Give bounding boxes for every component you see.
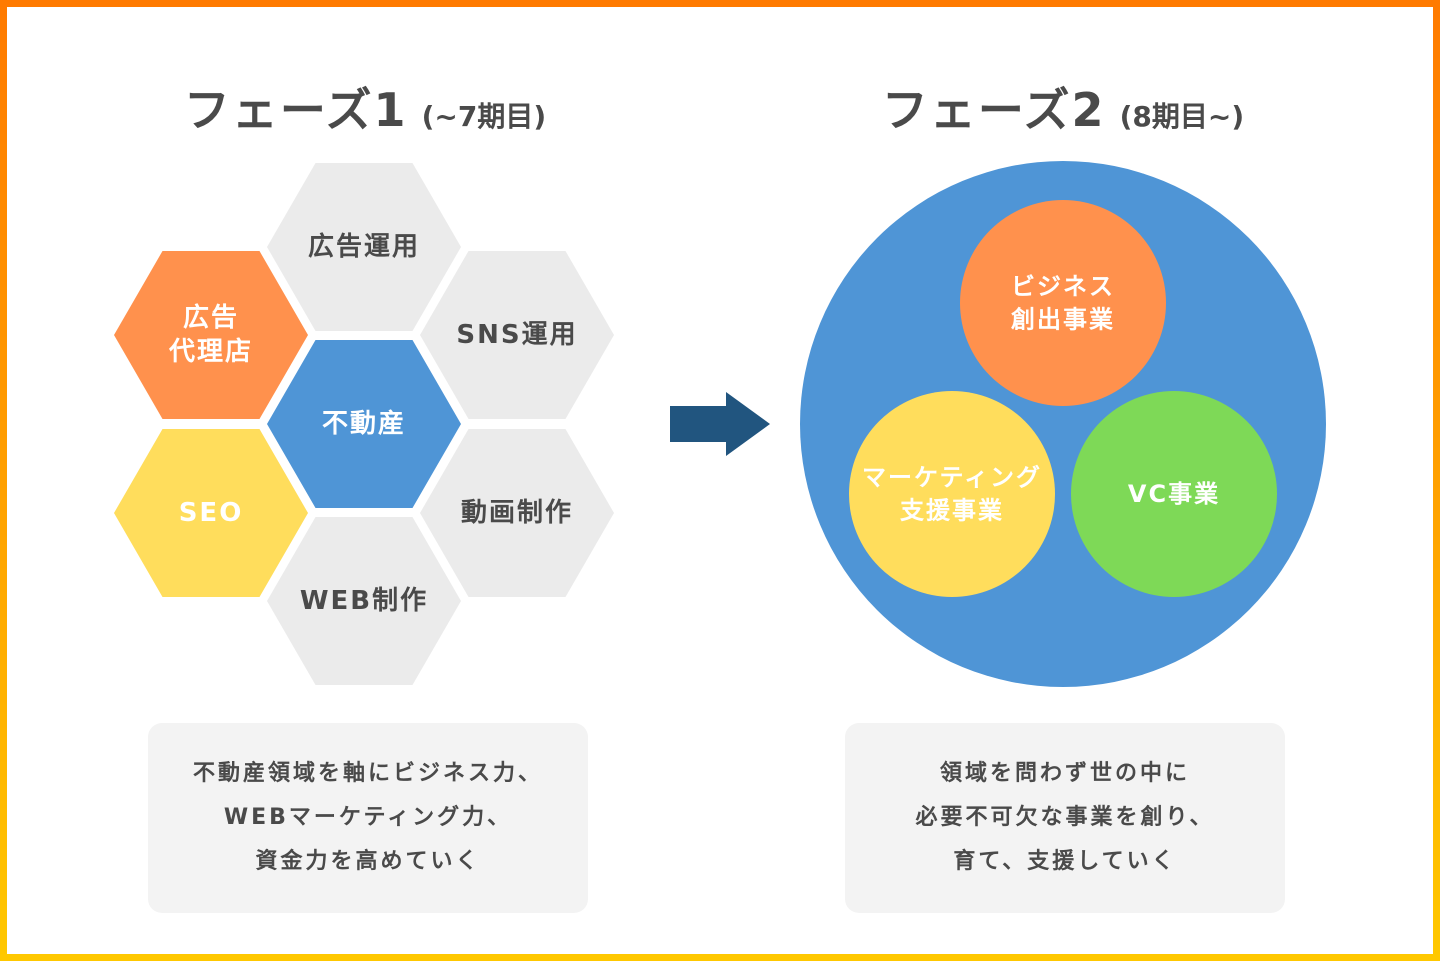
phase1-description-line: 不動産領域を軸にビジネス力、 xyxy=(192,761,543,786)
circle-marketing-support-label: マーケティング xyxy=(862,464,1042,492)
hex-ad-agency-label: 広告 xyxy=(183,302,239,333)
circle-vc-business-shape xyxy=(1071,391,1277,597)
hex-sns-operation: SNS運用 xyxy=(420,251,614,419)
hex-web-production-label: WEB制作 xyxy=(300,586,428,616)
hex-web-production-shape xyxy=(267,517,461,685)
hex-real-estate-label: 不動産 xyxy=(322,408,406,439)
phase2-description-line: 領域を問わず世の中に xyxy=(939,761,1190,786)
hex-sns-operation-label: SNS運用 xyxy=(456,320,577,350)
phase1-description-line: 資金力を高めていく xyxy=(255,849,481,874)
hex-ad-agency-shape xyxy=(114,251,308,419)
phase2-title-sub: (8期目~) xyxy=(1119,100,1245,133)
phase2-description-box: 領域を問わず世の中に 必要不可欠な事業を創り、 育て、支援していく xyxy=(845,723,1285,913)
hex-ad-agency-label: 代理店 xyxy=(168,337,253,367)
hex-ad-operation: 広告運用 xyxy=(267,163,461,331)
phase1-title-sub: (~7期目) xyxy=(421,100,547,133)
phase1-title: フェーズ1 (~7期目) xyxy=(140,74,590,137)
hex-seo-shape xyxy=(114,429,308,597)
hex-seo: SEO xyxy=(114,429,308,597)
hex-ad-operation-label: 広告運用 xyxy=(308,231,420,262)
hex-video-production: 動画制作 xyxy=(420,429,614,597)
hex-video-production-label: 動画制作 xyxy=(461,498,573,528)
phase2-description-line: 必要不可欠な事業を創り、 xyxy=(915,805,1215,830)
circle-vc-business-label: VC事業 xyxy=(1128,480,1220,508)
hex-sns-operation-shape xyxy=(420,251,614,419)
hex-seo-label: SEO xyxy=(179,498,244,528)
circle-business-creation-shape xyxy=(960,200,1166,406)
hex-ad-operation-shape xyxy=(267,163,461,331)
phase1-description-line: WEBマーケティング力、 xyxy=(223,805,513,830)
phase2-title: フェーズ2 (8期目~) xyxy=(838,74,1288,137)
circle-marketing-support-label: 支援事業 xyxy=(900,497,1004,525)
hex-real-estate: 不動産 xyxy=(267,340,461,508)
hex-real-estate-shape xyxy=(267,340,461,508)
phase1-title-main: フェーズ1 xyxy=(183,83,408,137)
phase2-description-line: 育て、支援していく xyxy=(953,849,1177,874)
phase1-description-box: 不動産領域を軸にビジネス力、 WEBマーケティング力、 資金力を高めていく xyxy=(148,723,588,913)
hex-video-production-shape xyxy=(420,429,614,597)
phase2-title-main: フェーズ2 xyxy=(881,83,1106,137)
circle-business-creation-label: 創出事業 xyxy=(1011,306,1115,334)
circle-marketing-support-shape xyxy=(849,391,1055,597)
hex-web-production: WEB制作 xyxy=(267,517,461,685)
circle-vc-business: VC事業 xyxy=(1071,391,1277,597)
right-arrow-icon xyxy=(670,392,770,456)
circle-business-creation-label: ビジネス xyxy=(1011,273,1115,301)
